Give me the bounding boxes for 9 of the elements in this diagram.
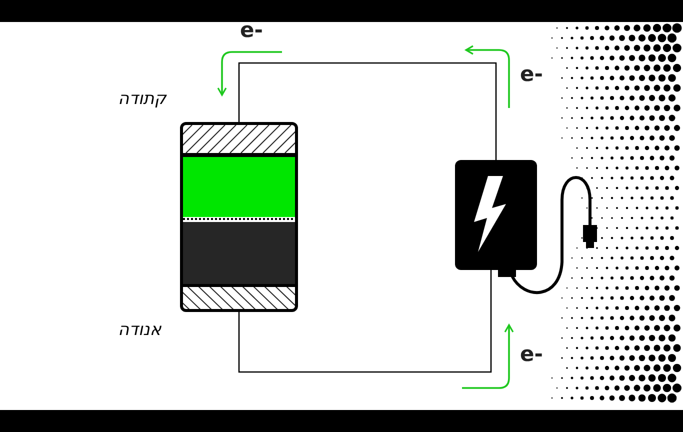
electron-label: e- (240, 20, 263, 41)
battery-drawing (180, 122, 298, 312)
electrode-label: קתודה (118, 91, 166, 108)
electron-label: e- (520, 64, 543, 85)
electron-label: e- (520, 344, 543, 365)
charger-icon (455, 160, 537, 270)
wire (238, 270, 492, 373)
electrode-label: אנודה (118, 322, 162, 339)
wire (238, 62, 497, 160)
